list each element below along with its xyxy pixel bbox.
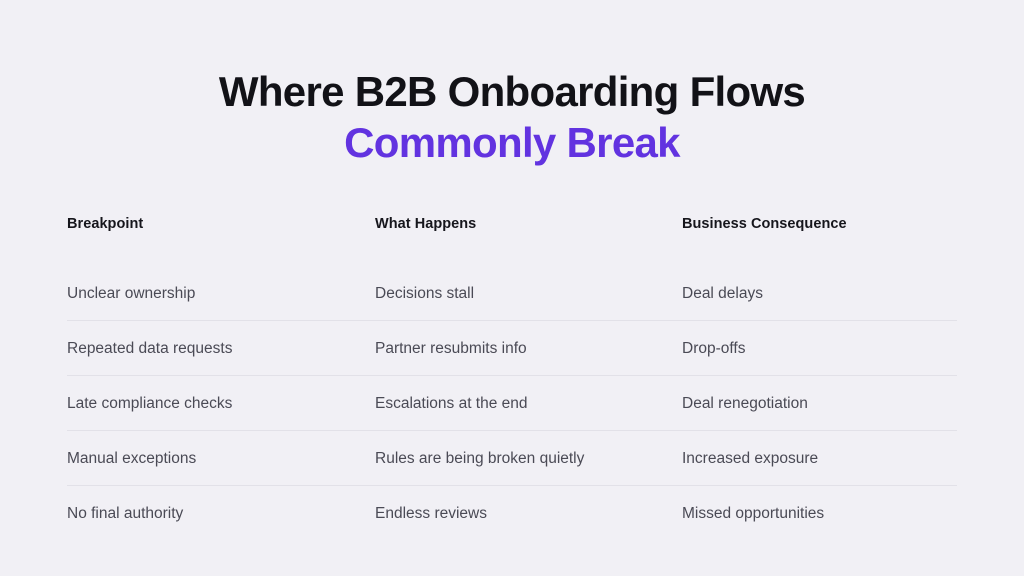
table-row: No final authority Endless reviews Misse…: [67, 485, 957, 540]
table-row: Manual exceptions Rules are being broken…: [67, 430, 957, 485]
cell-breakpoint: No final authority: [67, 505, 184, 522]
breakpoints-table: Breakpoint What Happens Business Consequ…: [67, 208, 957, 540]
page-title-line-2-accent: Commonly Break: [344, 119, 680, 166]
cell-business-consequence: Deal delays: [682, 285, 763, 302]
table-row: Late compliance checks Escalations at th…: [67, 375, 957, 430]
cell-breakpoint: Unclear ownership: [67, 285, 196, 302]
cell-business-consequence: Drop-offs: [682, 340, 746, 357]
cell-what-happens: Rules are being broken quietly: [375, 450, 585, 467]
cell-what-happens: Endless reviews: [375, 505, 487, 522]
cell-breakpoint: Repeated data requests: [67, 340, 233, 357]
column-header-business-consequence: Business Consequence: [682, 216, 847, 232]
column-header-breakpoint: Breakpoint: [67, 216, 144, 232]
cell-breakpoint: Late compliance checks: [67, 395, 233, 412]
column-header-what-happens: What Happens: [375, 216, 477, 232]
cell-what-happens: Partner resubmits info: [375, 340, 527, 357]
cell-business-consequence: Increased exposure: [682, 450, 819, 467]
table-header-row: Breakpoint What Happens Business Consequ…: [67, 208, 957, 265]
cell-business-consequence: Deal renegotiation: [682, 395, 808, 412]
page-title: Where B2B Onboarding Flows Commonly Brea…: [0, 66, 1024, 168]
page-title-line-1: Where B2B Onboarding Flows: [218, 68, 806, 115]
cell-what-happens: Escalations at the end: [375, 395, 528, 412]
cell-breakpoint: Manual exceptions: [67, 450, 197, 467]
cell-business-consequence: Missed opportunities: [682, 505, 825, 522]
table-row: Unclear ownership Decisions stall Deal d…: [67, 265, 957, 320]
cell-what-happens: Decisions stall: [375, 285, 475, 302]
table-row: Repeated data requests Partner resubmits…: [67, 320, 957, 375]
